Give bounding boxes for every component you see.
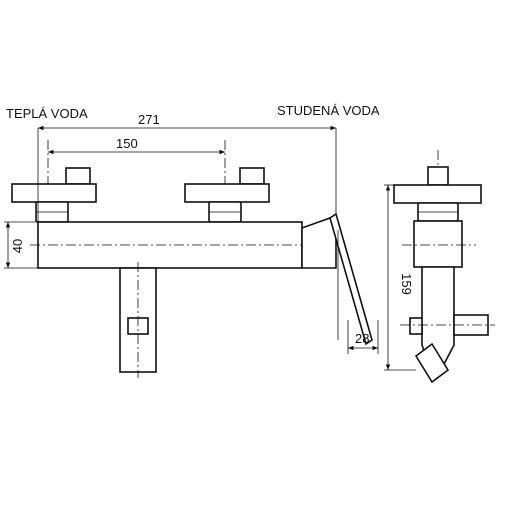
cold-water-label: STUDENÁ VODA	[277, 103, 380, 118]
dim-side-height-text: 159	[399, 273, 414, 295]
dim-body-height-text: 40	[10, 239, 25, 253]
dim-inlet-spacing-text: 150	[116, 136, 138, 151]
dim-overall-width: 271	[37, 112, 337, 222]
dim-overall-width-text: 271	[138, 112, 160, 127]
front-view	[11, 140, 373, 378]
dim-side-height: 159	[384, 184, 416, 371]
dim-lever-offset-text: 28	[355, 331, 369, 346]
dim-body-height: 40	[4, 221, 38, 269]
warm-water-label: TEPLÁ VODA	[6, 106, 88, 121]
dim-lever-offset: 28	[347, 320, 379, 354]
side-view	[393, 150, 495, 384]
dim-inlet-spacing: 150	[48, 136, 225, 155]
